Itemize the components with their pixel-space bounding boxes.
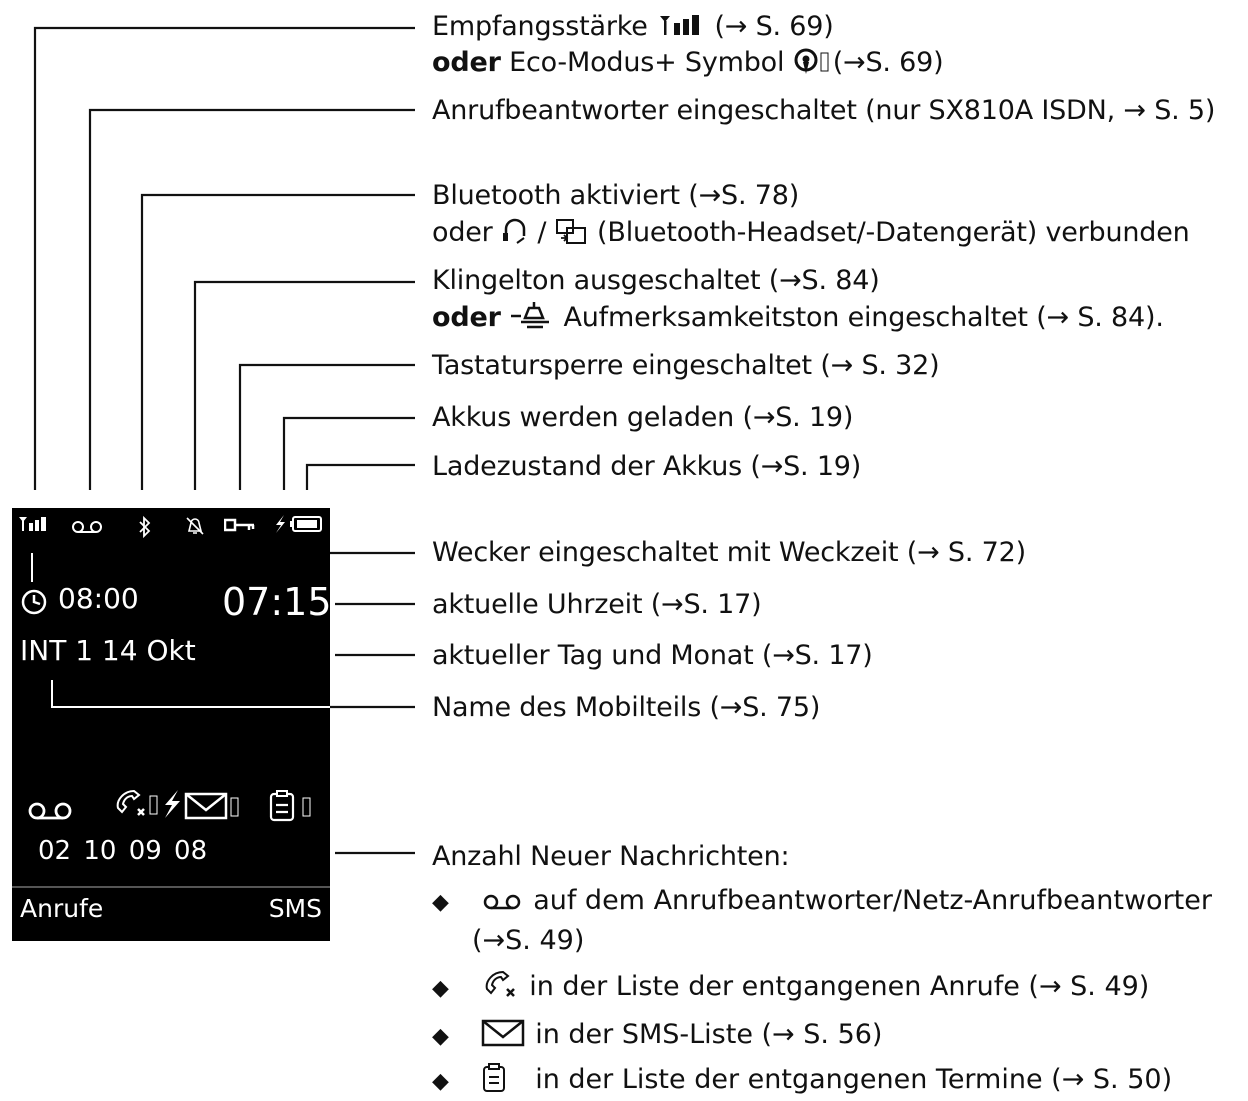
or-label-1: oder (432, 47, 501, 78)
leader-charging (282, 416, 415, 490)
missed-call-icon (485, 970, 515, 997)
bullet-voicemail-ref: (→S. 49) (472, 925, 585, 956)
annotation-handset-name: Name des Mobilteils (→S. 75) (432, 692, 821, 723)
bullet-diamond: ◆ (432, 890, 449, 915)
phone-display: 08:00 07:15 INT 1 14 Okt 02 10 09 08 Anr… (12, 508, 332, 941)
name-leader (31, 553, 330, 708)
annotation-battery: Ladezustand der Akkus (→S. 19) (432, 451, 862, 482)
softkey-divider (12, 886, 330, 888)
bullet-appointments-text: in der Liste der entgangenen Termine (→ … (535, 1064, 1173, 1095)
appointment-icon (269, 790, 311, 822)
annotation-keylock: Tastatursperre eingeschaltet (→ S. 32) (432, 350, 940, 381)
bullet-missed-calls: ◆ in der Liste der entgangenen Anrufe (→… (432, 968, 1149, 1007)
annotation-clock: aktuelle Uhrzeit (→S. 17) (432, 589, 762, 620)
annotation-bluetooth-devices: oder / (Bluetooth-Headset/-Datengerät) v… (432, 214, 1190, 251)
eco-mode-icon (794, 48, 829, 74)
eco-label: Eco-Modus+ Symbol (509, 47, 785, 78)
bullet-sms-text: in der SMS-Liste (→ S. 56) (535, 1019, 883, 1050)
reception-label: Empfangsstärke (432, 11, 648, 42)
signal-bars-icon (660, 15, 700, 35)
bullet-diamond: ◆ (432, 976, 449, 1001)
bullet-sms: ◆ in der SMS-Liste (→ S. 56) (432, 1016, 882, 1055)
annotation-alarm: Wecker eingeschaltet mit Weckzeit (→ S. … (432, 537, 1026, 568)
missed-call-icon (116, 789, 158, 816)
annotation-eco: oder Eco-Modus+ Symbol (→S. 69) (432, 44, 944, 81)
annotation-reception: Empfangsstärke (→ S. 69) (432, 8, 834, 45)
leader-bluetooth (140, 193, 415, 490)
envelope-icon (184, 792, 239, 820)
bluetooth-icon (139, 515, 151, 539)
voicemail-icon (72, 521, 102, 533)
lightning-icon (165, 790, 180, 818)
annotation-date: aktueller Tag und Monat (→S. 17) (432, 640, 873, 671)
softkey-calls[interactable]: Anrufe (20, 894, 104, 923)
leader-battery (305, 463, 415, 490)
annotation-new-messages: Anzahl Neuer Nachrichten: (432, 841, 790, 872)
data-device-icon (555, 219, 586, 244)
battery-icon (290, 516, 322, 532)
signal-bars-icon (19, 517, 46, 531)
bullet-diamond: ◆ (432, 1069, 449, 1094)
clock-time: 07:15 (222, 580, 332, 624)
leader-answering-machine (88, 108, 415, 490)
alarm-clock-icon (21, 589, 47, 615)
bullet-appointments: ◆ in der Liste der entgangenen Termine (… (432, 1061, 1172, 1100)
voicemail-icon (28, 802, 72, 820)
reception-ref: (→ S. 69) (714, 11, 834, 42)
handset-name-date: INT 1 14 Okt (20, 634, 196, 667)
voicemail-icon (483, 894, 520, 910)
appointment-icon (482, 1063, 505, 1092)
key-icon (224, 518, 255, 532)
bullet-diamond: ◆ (432, 1024, 449, 1049)
bluetooth-devices-label: (Bluetooth-Headset/-Datengerät) verbunde… (597, 217, 1190, 248)
attention-tone-icon (511, 302, 550, 329)
lightning-icon (276, 515, 285, 533)
annotation-answering-machine: Anrufbeantworter eingeschaltet (nur SX81… (432, 95, 1216, 126)
eco-ref: (→S. 69) (832, 47, 944, 78)
or-label-3: oder (432, 302, 501, 333)
message-counts: 02 10 09 08 (38, 836, 208, 866)
annotation-attention-tone: oder Aufmerksamkeitston eingeschaltet (→… (432, 299, 1164, 336)
softkey-sms[interactable]: SMS (268, 894, 322, 923)
annotation-charging: Akkus werden geladen (→S. 19) (432, 402, 854, 433)
bullet-voicemail-text: auf dem Anrufbeantworter/Netz-Anrufbeant… (533, 885, 1212, 916)
annotation-bluetooth: Bluetooth aktiviert (→S. 78) (432, 180, 800, 211)
bullet-missed-calls-text: in der Liste der entgangenen Anrufe (→ S… (529, 971, 1150, 1002)
bullet-voicemail: ◆ auf dem Anrufbeantworter/Netz-Anrufbea… (432, 882, 1212, 921)
leader-reception (33, 26, 415, 490)
slash: / (537, 217, 547, 248)
leader-ringtone (193, 280, 415, 490)
headset-icon (502, 218, 526, 244)
ringer-off-icon (186, 517, 204, 535)
alarm-time: 08:00 (58, 582, 139, 615)
leader-keylock (238, 363, 415, 490)
annotation-ringtone: Klingelton ausgeschaltet (→S. 84) (432, 265, 880, 296)
attention-tone-label: Aufmerksamkeitston eingeschaltet (→ S. 8… (563, 302, 1164, 333)
or-label-2: oder (432, 217, 493, 248)
envelope-icon (481, 1019, 524, 1047)
